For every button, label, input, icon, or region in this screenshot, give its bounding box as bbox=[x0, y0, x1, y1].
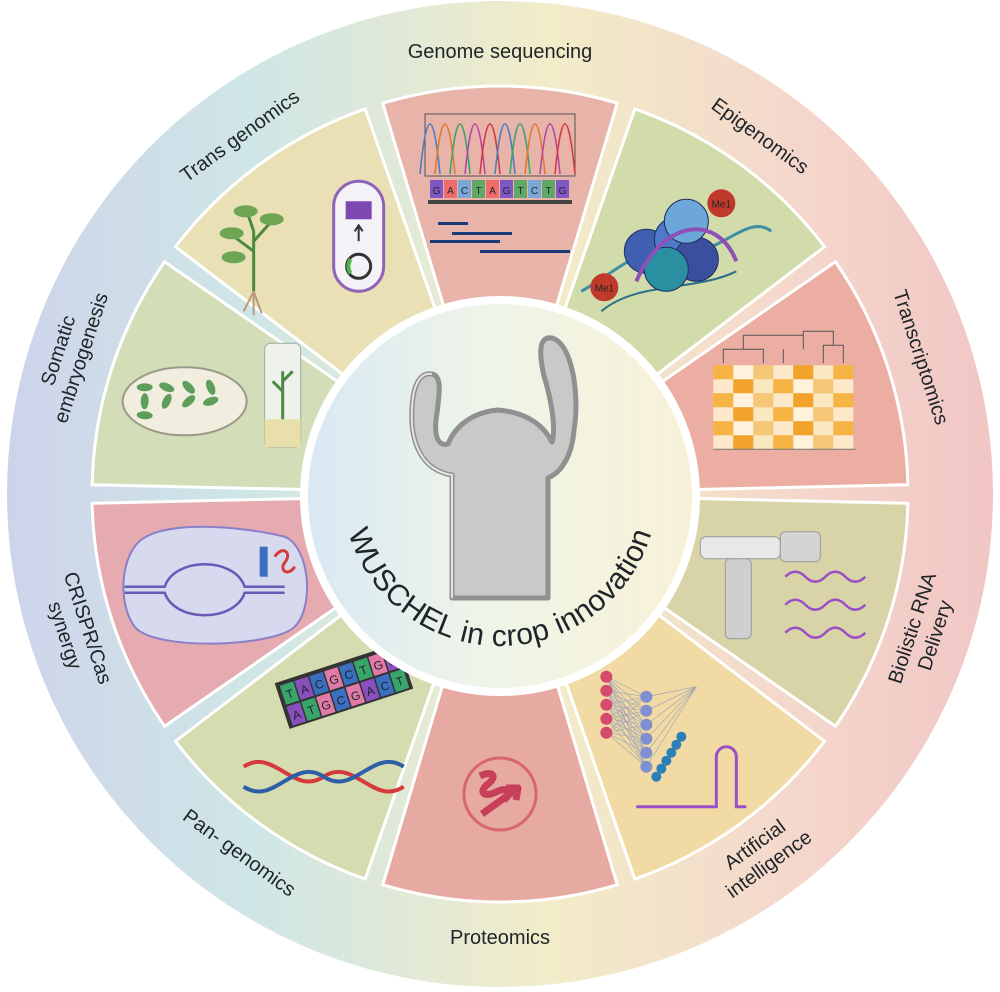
methylation-mark: Me1 bbox=[595, 283, 615, 294]
wuschel-shoot-meristem-icon bbox=[409, 335, 579, 601]
sequence-base: A bbox=[489, 186, 496, 197]
sequence-base: A bbox=[447, 186, 454, 197]
alignment-base: T bbox=[284, 686, 296, 702]
sequence-base: C bbox=[531, 186, 538, 197]
sequence-base: G bbox=[433, 186, 441, 197]
alignment-base: A bbox=[364, 683, 376, 699]
petri-dish-culture-icon bbox=[121, 342, 302, 448]
heatmap-dendrogram-icon bbox=[713, 330, 856, 450]
alignment-base: A bbox=[291, 707, 303, 723]
dna-alignment-icon: TACGCTGAATGCGACT bbox=[242, 643, 414, 794]
sequence-base: T bbox=[517, 186, 523, 197]
segment-icons: GACTAGTCTGMe1Me1TACGCTGAATGCGACT bbox=[121, 113, 867, 832]
alignment-base: T bbox=[394, 673, 406, 689]
alignment-base: G bbox=[349, 688, 362, 704]
label-proteomics: Proteomics bbox=[450, 927, 550, 949]
protein-structure-icon bbox=[462, 756, 538, 832]
alignment-base: T bbox=[358, 662, 370, 678]
alignment-base: G bbox=[372, 657, 385, 673]
sequence-base: C bbox=[461, 186, 468, 197]
alignment-base: G bbox=[320, 697, 333, 713]
alignment-base: A bbox=[299, 681, 311, 697]
sequence-base: T bbox=[545, 186, 551, 197]
label-genome-sequencing: Genome sequencing bbox=[408, 41, 593, 63]
gene-gun-icon bbox=[699, 531, 867, 640]
neural-network-icon bbox=[600, 670, 747, 809]
methylation-mark: Me1 bbox=[712, 199, 732, 210]
sequence-base: T bbox=[475, 186, 481, 197]
sequence-base: G bbox=[503, 186, 511, 197]
sequence-base: G bbox=[559, 186, 567, 197]
label-line-genome-sequencing: Genome sequencing bbox=[408, 41, 593, 63]
plant-transformation-icon bbox=[219, 179, 386, 316]
crispr-cas-icon bbox=[122, 525, 308, 645]
label-line-proteomics: Proteomics bbox=[450, 927, 550, 949]
alignment-base: T bbox=[306, 702, 318, 718]
alignment-base: G bbox=[327, 672, 340, 688]
